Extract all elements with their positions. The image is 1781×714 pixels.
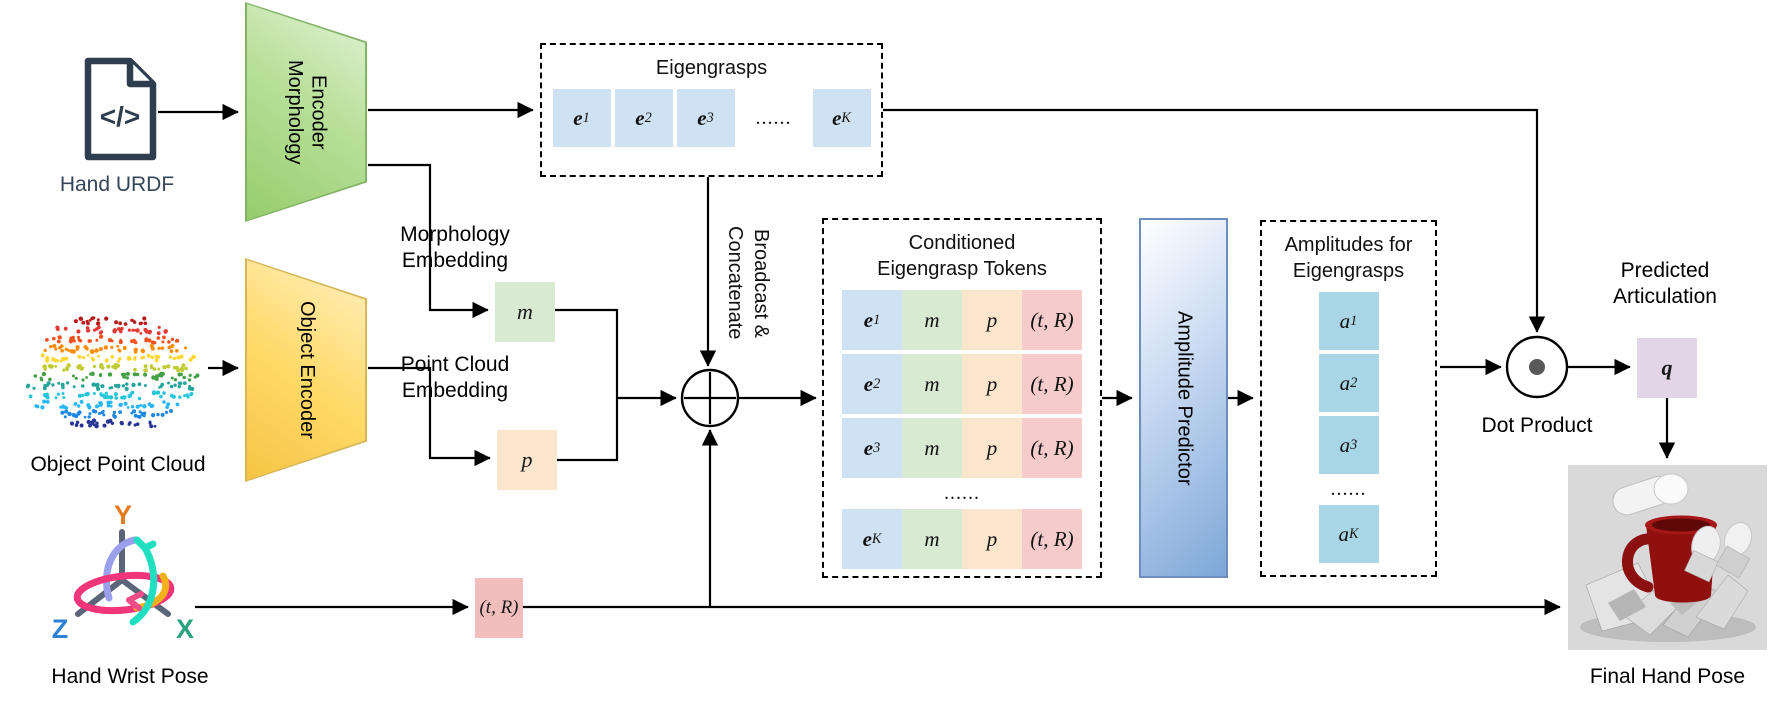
wrist-pose-axes-icon: Y Z X: [52, 500, 194, 644]
cond-cell-tR: (t, R): [1022, 290, 1082, 350]
cond-cell-p: p: [962, 290, 1022, 350]
eigengrasp-ellipsis: ......: [755, 106, 792, 129]
hand-grasping-mug-render: [1580, 473, 1756, 642]
dot-product-label: Dot Product: [1481, 414, 1593, 437]
cond-cell-p: p: [962, 354, 1022, 414]
wrist-pose-token: (t, R): [475, 578, 523, 638]
cond-cell-p: p: [962, 418, 1022, 478]
object-point-cloud-label: Object Point Cloud: [30, 453, 206, 476]
predicted-articulation-label: Predicted Articulation: [1613, 259, 1717, 309]
eigengrasps-title: Eigengrasps: [655, 57, 768, 79]
hand-wrist-pose-label: Hand Wrist Pose: [51, 665, 209, 688]
cond-cell-tR: (t, R): [1022, 509, 1082, 569]
hand-urdf-label: Hand URDF: [59, 173, 175, 196]
conditioned-ellipsis: ......: [944, 482, 980, 504]
z-axis-label: Z: [52, 614, 69, 644]
predicted-articulation-token: q: [1637, 338, 1697, 398]
cond-cell-tR: (t, R): [1022, 354, 1082, 414]
final-hand-pose-image: [1568, 465, 1767, 650]
point-cloud-embedding-label: Point Cloud Embedding: [400, 353, 510, 403]
amplitude-predictor-label: Amplitude Predictor: [1173, 310, 1196, 486]
conditioned-tokens-title: Conditioned Eigengrasp Tokens: [877, 232, 1047, 280]
cond-cell-tR: (t, R): [1022, 418, 1082, 478]
object-point-cloud-image: [25, 316, 200, 429]
morphology-encoder-label: Morphology Encoder: [284, 59, 330, 165]
x-axis-label: X: [176, 614, 194, 644]
urdf-file-icon: </>: [84, 57, 157, 161]
amplitude-predictor: Amplitude Predictor: [1139, 218, 1228, 578]
cond-cell-m: m: [902, 418, 962, 478]
code-glyph: </>: [100, 101, 140, 132]
point-cloud-embedding-token: p: [497, 430, 557, 490]
dot-product-node: [1505, 335, 1569, 399]
cond-cell-m: m: [902, 290, 962, 350]
morphology-embedding-token: m: [495, 282, 555, 342]
amplitude-ellipsis: ......: [1330, 478, 1367, 500]
object-encoder: Object Encoder: [245, 258, 367, 482]
morphology-encoder: Morphology Encoder: [245, 2, 367, 222]
concatenate-node: [680, 368, 740, 428]
object-encoder-label: Object Encoder: [295, 301, 318, 439]
final-hand-pose-label: Final Hand Pose: [1589, 665, 1746, 688]
cond-cell-m: m: [902, 509, 962, 569]
cond-cell-m: m: [902, 354, 962, 414]
y-axis-label: Y: [114, 500, 132, 530]
morphology-embedding-label: Morphology Embedding: [400, 223, 510, 273]
broadcast-concatenate-label: Broadcast & Concatenate: [724, 226, 772, 340]
cond-cell-p: p: [962, 509, 1022, 569]
amplitudes-title: Amplitudes for Eigengrasps: [1284, 234, 1413, 282]
